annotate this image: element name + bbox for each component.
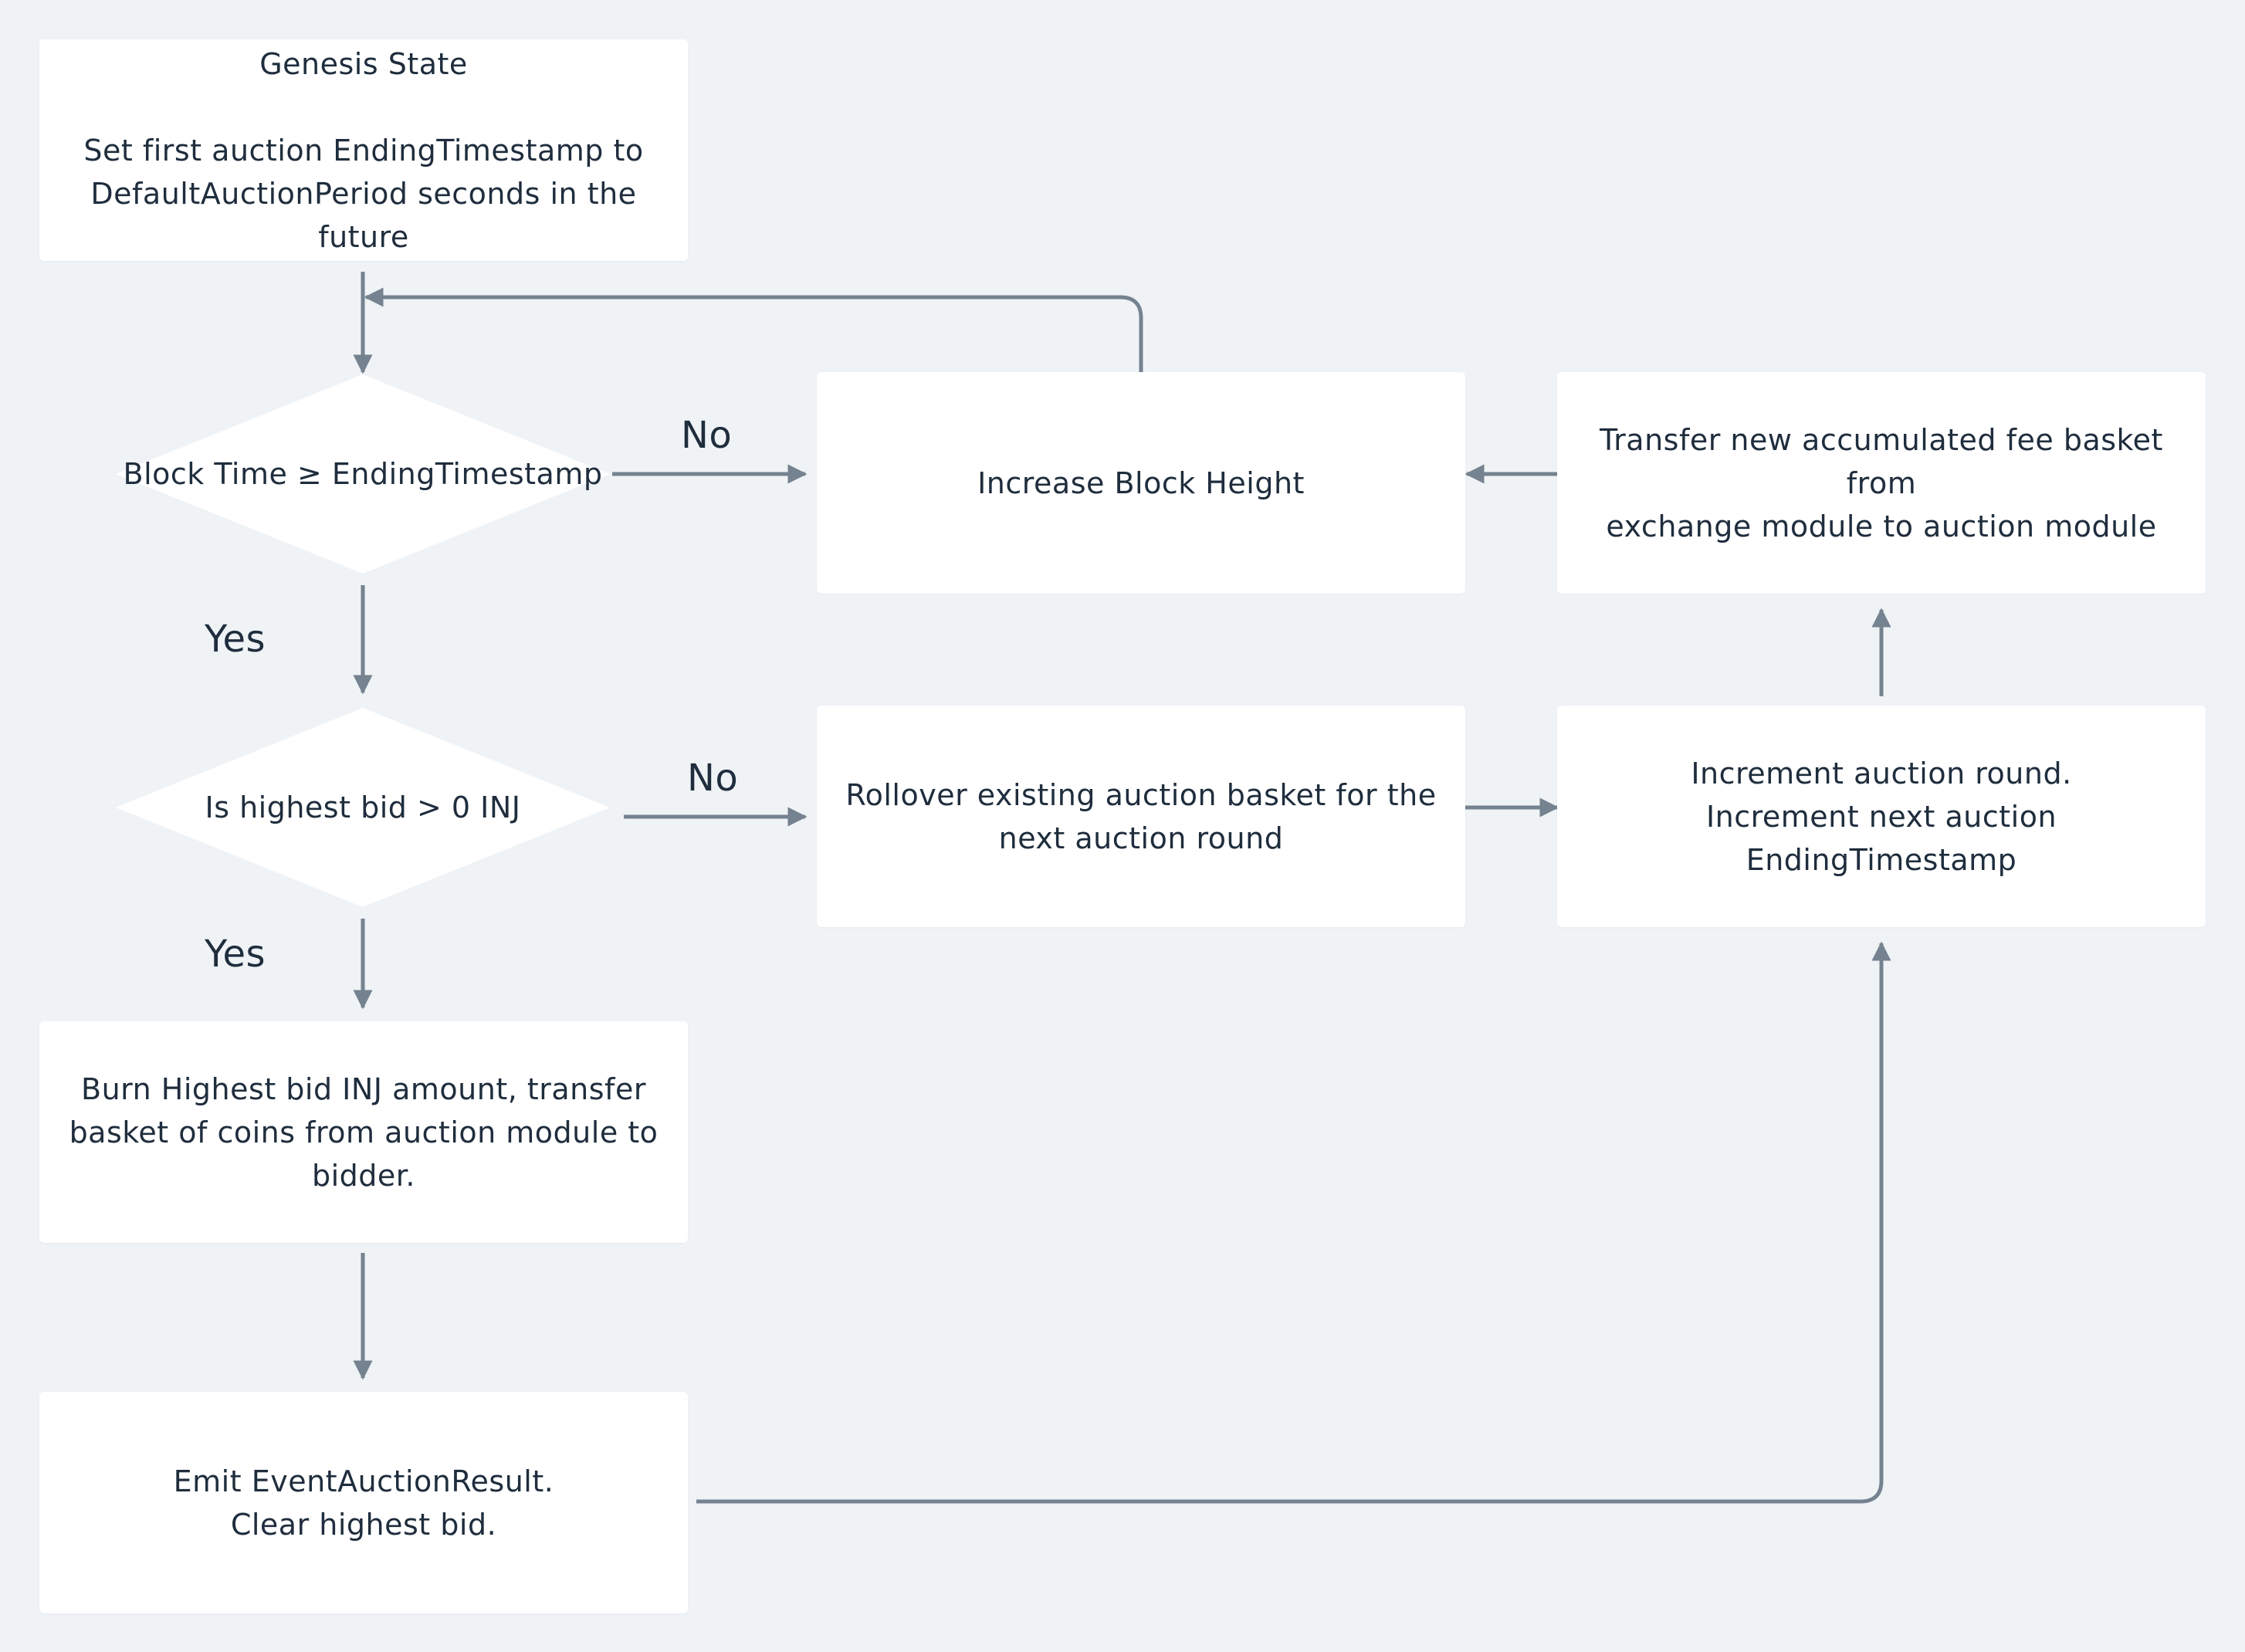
node-rollover-basket-text: Rollover existing auction basket for the…: [845, 777, 1437, 855]
edge-label-time-no: No: [681, 414, 733, 457]
node-rollover-basket: Rollover existing auction basket for the…: [817, 706, 1465, 927]
node-emit-event-text: Emit EventAuctionResult. Clear highest b…: [173, 1464, 554, 1542]
node-transfer-fee-basket: Transfer new accumulated fee basket from…: [1557, 372, 2206, 594]
node-transfer-fee-basket-text: Transfer new accumulated fee basket from…: [1600, 422, 2163, 543]
decision-time-label: Block Time ≥ EndingTimestamp: [123, 457, 603, 491]
edge-label-time-yes: Yes: [205, 618, 266, 661]
edge-label-bid-yes: Yes: [205, 933, 266, 976]
node-increment-auction-round: Increment auction round. Increment next …: [1557, 706, 2206, 927]
node-increase-block-height: Increase Block Height: [817, 372, 1465, 594]
edge-increase-to-time: [364, 287, 1143, 372]
decision-bid-diamond: [116, 708, 610, 907]
decision-time-diamond: [116, 374, 610, 574]
node-genesis-state-text: Genesis State Set first auction EndingTi…: [83, 46, 644, 254]
node-emit-event: Emit EventAuctionResult. Clear highest b…: [39, 1392, 688, 1613]
node-genesis-state: Genesis State Set first auction EndingTi…: [39, 39, 688, 261]
edge-emit-to-increment: [696, 941, 1891, 1504]
node-burn-highest-bid-text: Burn Highest bid INJ amount, transfer ba…: [69, 1071, 659, 1193]
node-burn-highest-bid: Burn Highest bid INJ amount, transfer ba…: [39, 1021, 688, 1243]
node-increment-auction-round-text: Increment auction round. Increment next …: [1691, 756, 2072, 877]
edge-label-bid-no: No: [687, 757, 739, 800]
node-increase-block-height-text: Increase Block Height: [977, 465, 1305, 500]
decision-bid-label: Is highest bid > 0 INJ: [205, 790, 521, 824]
